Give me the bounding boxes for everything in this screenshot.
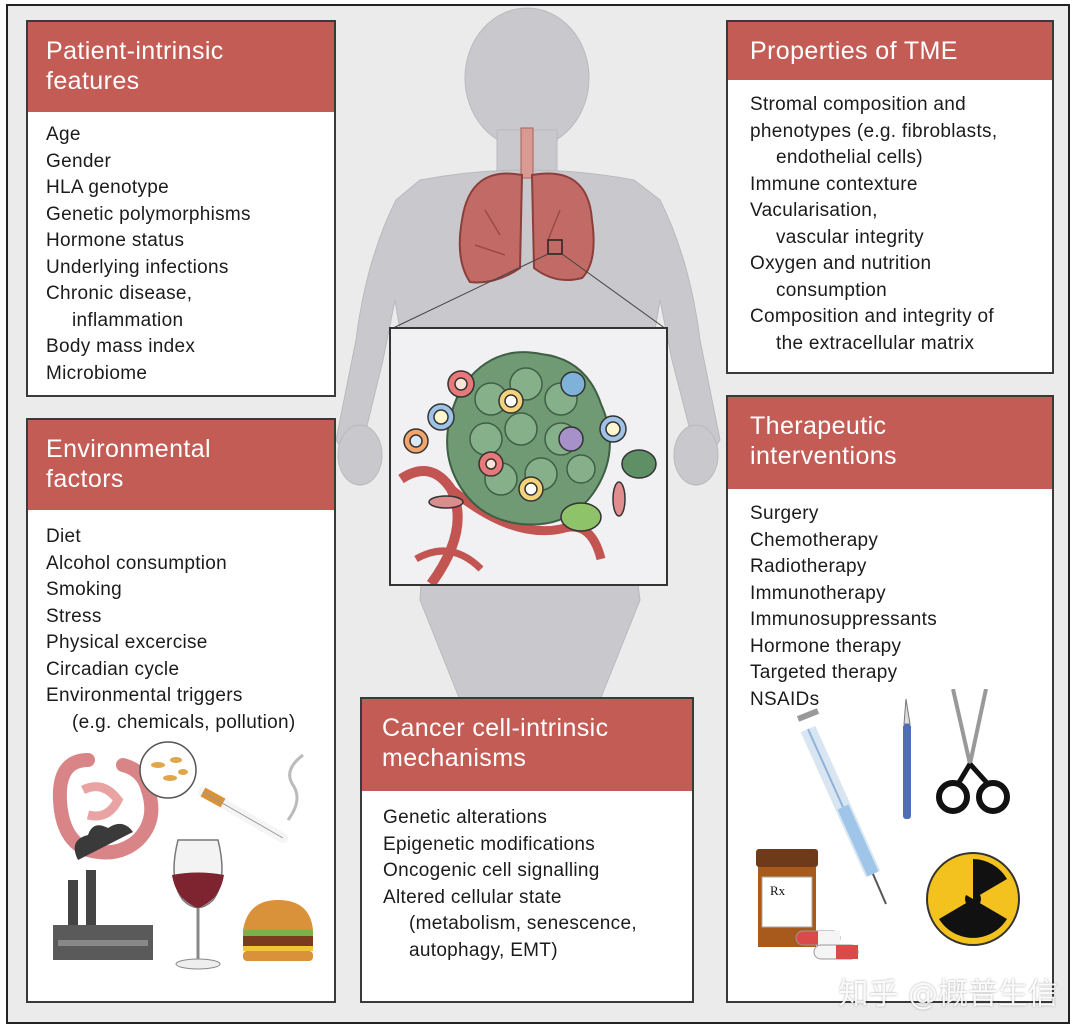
therapy-title-line-1: Therapeutic: [750, 412, 887, 440]
list-item: Circadian cycle: [46, 658, 180, 680]
therapeutic-illustrations: Rx: [756, 689, 1020, 960]
list-item: Alcohol consumption: [46, 552, 228, 574]
environmental-factors-box: Environmental factors Diet Alcohol consu…: [26, 418, 336, 1003]
watermark: 知乎 @概普生信: [838, 977, 1058, 1012]
list-item: Underlying infections: [46, 256, 229, 278]
cigarette-icon: [198, 753, 304, 843]
properties-of-tme-header: Properties of TME: [728, 22, 1052, 80]
tme-title: Properties of TME: [750, 37, 958, 65]
list-item: Targeted therapy: [750, 662, 898, 683]
scalpel-icon: [903, 698, 911, 819]
environmental-factors-list: Diet Alcohol consumption Smoking Stress …: [46, 524, 326, 736]
list-item: Stress: [46, 605, 102, 627]
list-item: Chemotherapy: [750, 529, 879, 551]
list-item: Chronic disease,inflammation: [46, 283, 193, 331]
environment-title-line-2: factors: [46, 465, 124, 493]
list-item: Oncogenic cell signalling: [383, 860, 600, 881]
capsule-icon: [795, 930, 859, 960]
patient-title-line-2: features: [46, 67, 140, 95]
properties-of-tme-box: Properties of TME Stromal composition an…: [726, 20, 1054, 374]
cancer-cell-intrinsic-header: Cancer cell-intrinsic mechanisms: [362, 699, 692, 791]
list-item: Altered cellular state(metabolism, senes…: [383, 886, 637, 961]
therapy-title-line-2: interventions: [750, 442, 897, 470]
patient-intrinsic-features-list: Age Gender HLA genotype Genetic polymorp…: [46, 122, 326, 387]
therapeutic-interventions-list: Surgery Chemotherapy Radiotherapy Immuno…: [750, 501, 1044, 713]
list-item: Epigenetic modifications: [383, 833, 596, 855]
patient-intrinsic-features-box: Patient-intrinsic features Age Gender HL…: [26, 20, 336, 397]
intestine-icon: [52, 741, 197, 860]
list-item: Smoking: [46, 579, 123, 600]
list-item: NSAIDs: [750, 688, 820, 710]
list-item: Immunotherapy: [750, 582, 886, 604]
pill-bottle-label: Rx: [770, 883, 786, 898]
cancer-title-line-2: mechanisms: [382, 744, 527, 772]
cancer-cell-intrinsic-list: Genetic alterations Epigenetic modificat…: [383, 805, 684, 964]
list-item: Microbiome: [46, 362, 148, 384]
therapeutic-interventions-box: Therapeutic interventions Surgery Chemot…: [726, 395, 1054, 1003]
list-item: Vacularisation,vascular integrity: [750, 200, 924, 248]
list-item: Immune contexture: [750, 173, 918, 195]
environmental-factors-header: Environmental factors: [28, 420, 334, 510]
tumor-microenvironment-inset: [389, 327, 668, 587]
list-item: Age: [46, 124, 81, 145]
list-item: Immunosuppressants: [750, 609, 938, 630]
factory-icon: [53, 823, 153, 960]
list-item: Radiotherapy: [750, 556, 867, 577]
therapeutic-interventions-header: Therapeutic interventions: [728, 397, 1052, 489]
tumor-icon: [398, 351, 657, 587]
list-item: Physical excercise: [46, 632, 208, 653]
list-item: Body mass index: [46, 336, 196, 357]
cancer-title-line-1: Cancer cell-intrinsic: [382, 714, 609, 742]
environment-title-line-1: Environmental: [46, 435, 212, 463]
list-item: Hormone therapy: [750, 635, 902, 657]
radiation-icon: [926, 852, 1020, 946]
list-item: Environmental triggers(e.g. chemicals, p…: [46, 685, 296, 733]
list-item: Genetic polymorphisms: [46, 203, 251, 225]
list-item: HLA genotype: [46, 177, 169, 198]
patient-intrinsic-features-header: Patient-intrinsic features: [28, 22, 334, 112]
lungs-icon: [458, 172, 595, 284]
scissors-icon: [936, 689, 1010, 814]
cancer-cell-intrinsic-mechanisms-box: Cancer cell-intrinsic mechanisms Genetic…: [360, 697, 694, 1003]
list-item: Surgery: [750, 503, 819, 524]
list-item: Genetic alterations: [383, 807, 548, 828]
patient-title-line-1: Patient-intrinsic: [46, 37, 224, 65]
wine-glass-icon: [172, 839, 224, 970]
syringe-icon: [796, 708, 887, 905]
environmental-illustrations: [52, 741, 313, 970]
list-item: Diet: [46, 526, 81, 547]
list-item: Gender: [46, 150, 112, 172]
burger-icon: [243, 900, 313, 961]
list-item: Hormone status: [46, 230, 185, 251]
